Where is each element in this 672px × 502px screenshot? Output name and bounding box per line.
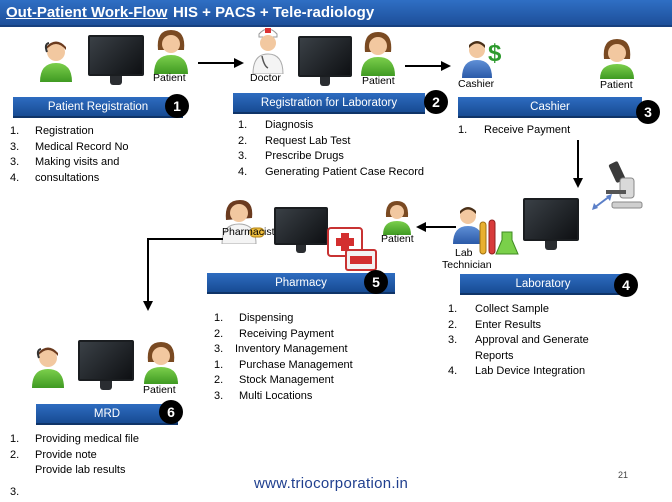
step-badge-3: 3: [636, 100, 660, 124]
stage-box-registration-laboratory: Registration for Laboratory: [233, 93, 425, 114]
flow-arrow-down-left: [143, 238, 223, 311]
computer-monitor-icon: [274, 207, 328, 253]
stage-box-pharmacy: Pharmacy: [207, 273, 395, 294]
doctor-icon: [252, 28, 284, 74]
dollar-sign-icon: $: [488, 40, 502, 67]
step-badge-5: 5: [364, 270, 388, 294]
lab-technician-icon: [453, 207, 483, 244]
cashier-label: Cashier: [458, 78, 495, 90]
pharmacist-label: Pharmacist: [222, 226, 275, 238]
page-title: Out-Patient Work-Flow: [6, 4, 168, 21]
computer-monitor-icon: [78, 340, 134, 390]
page-number: 21: [618, 470, 629, 480]
patient-label: Patient: [362, 75, 395, 87]
patient-icon: [383, 201, 411, 235]
patient-label: Patient: [143, 384, 176, 396]
bidirectional-arrow-icon: [592, 194, 612, 210]
page-subtitle: HIS + PACS + Tele-radiology: [173, 4, 375, 21]
flow-arrow-right: [405, 61, 451, 71]
receptionist-icon: [32, 347, 64, 388]
patient-icon: [144, 342, 178, 384]
step-badge-2: 2: [424, 90, 448, 114]
patient-label: Patient: [600, 79, 633, 91]
step-badge-4: 4: [614, 273, 638, 297]
medicine-box-icon: [327, 227, 377, 271]
microscope-icon: [606, 161, 643, 209]
flow-arrow-right: [198, 58, 244, 68]
patient-icon: [600, 39, 634, 79]
title-bar: Out-Patient Work-Flow HIS + PACS + Tele-…: [0, 0, 672, 27]
stage-box-laboratory: Laboratory: [460, 274, 626, 295]
step-badge-1: 1: [165, 94, 189, 118]
flow-arrow-down: [573, 140, 583, 188]
doctor-label: Doctor: [250, 72, 281, 84]
receptionist-icon: [40, 41, 72, 82]
lab-technician-label-1: Lab: [455, 247, 473, 259]
step-badge-6: 6: [159, 400, 183, 424]
patient-icon: [361, 32, 395, 76]
patient-icon: [154, 30, 188, 74]
cashier-icon: [462, 41, 492, 78]
stage-box-mrd: MRD: [36, 404, 178, 425]
footer-url: www.triocorporation.in: [254, 475, 409, 492]
test-tubes-icon: [479, 219, 519, 255]
stage-box-cashier: Cashier: [458, 97, 642, 118]
computer-monitor-icon: [523, 198, 579, 250]
patient-label: Patient: [153, 72, 186, 84]
stage-box-patient-registration: Patient Registration: [13, 97, 183, 118]
flow-arrow-left: [416, 222, 456, 232]
pharmacist-icon: [221, 200, 265, 244]
computer-monitor-icon: [88, 35, 144, 85]
patient-label: Patient: [381, 233, 414, 245]
computer-monitor-icon: [298, 36, 352, 86]
lab-technician-label-2: Technician: [442, 259, 492, 271]
